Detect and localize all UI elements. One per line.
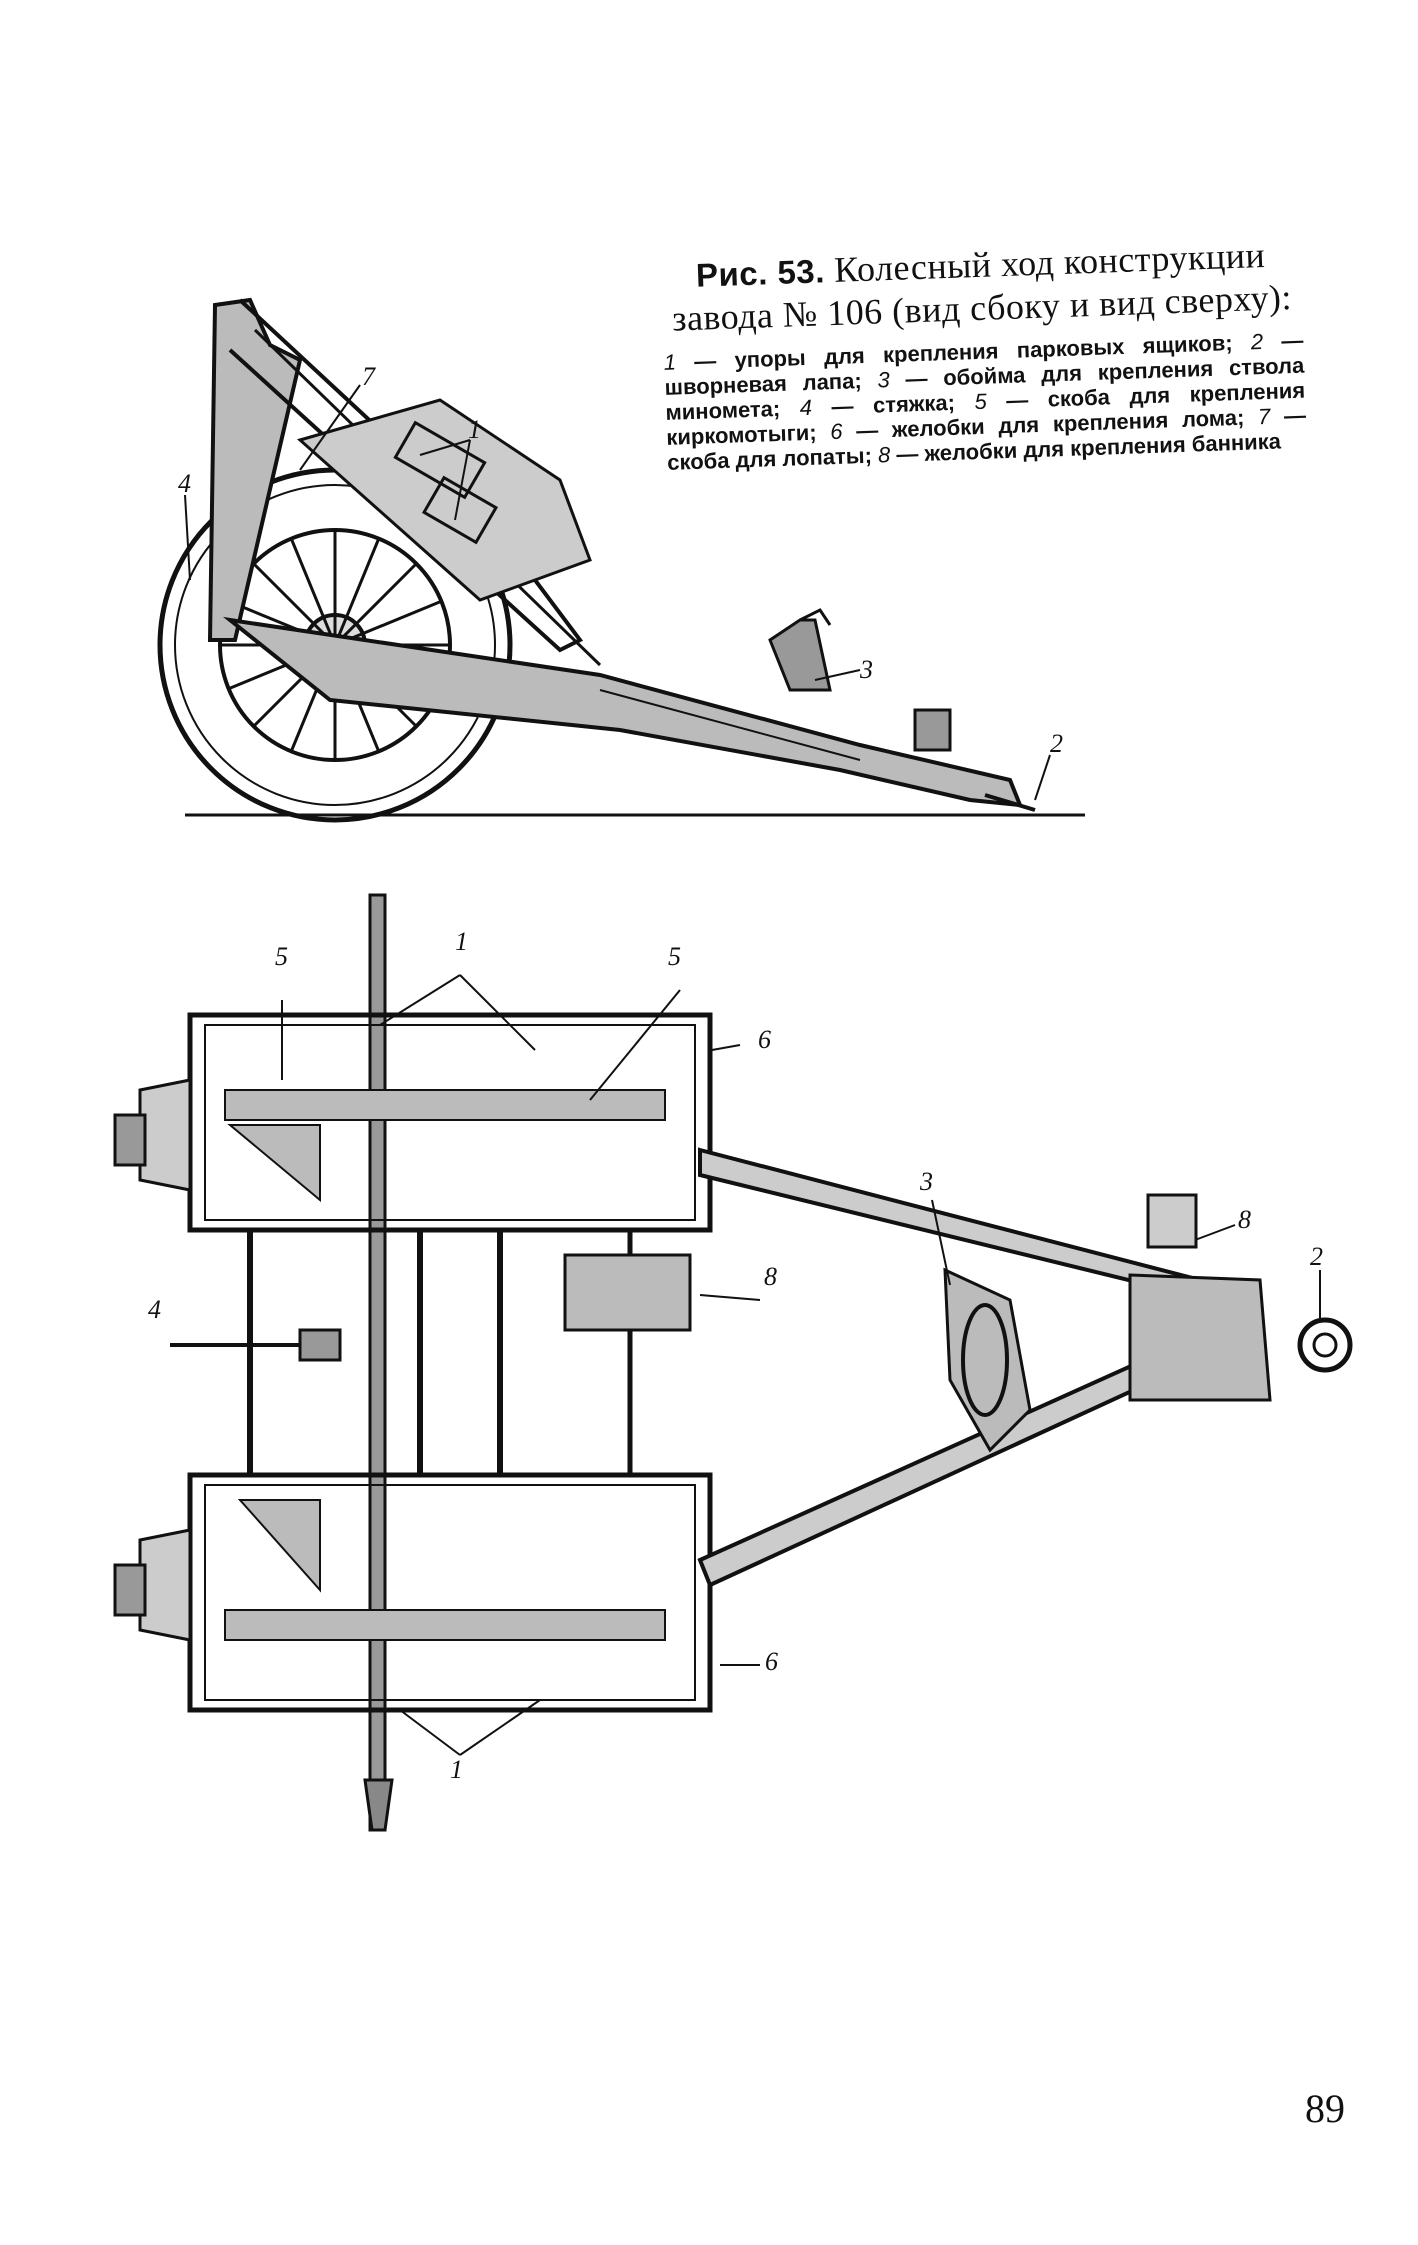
side-label-2: 2 [1050, 729, 1063, 758]
top-label-6-upper: 6 [758, 1025, 771, 1054]
top-label-8-left: 8 [764, 1262, 777, 1291]
side-label-4: 4 [178, 469, 191, 498]
top-label-6-lower: 6 [765, 1647, 778, 1676]
top-label-4: 4 [148, 1295, 161, 1324]
top-label-1-lower: 1 [450, 1755, 463, 1784]
top-view-drawing: 1 5 5 6 3 8 8 2 4 6 1 [113, 893, 1353, 1832]
top-label-5-right: 5 [668, 942, 681, 971]
side-label-7: 7 [362, 362, 376, 391]
top-label-5-left: 5 [275, 942, 288, 971]
top-label-1-upper: 1 [455, 927, 468, 956]
top-label-8-right: 8 [1238, 1205, 1251, 1234]
top-label-2: 2 [1310, 1242, 1323, 1271]
frame-upright [207, 297, 303, 642]
trail [222, 616, 1024, 808]
side-view-drawing: 7 1 4 3 2 [157, 297, 1085, 823]
top-label-3: 3 [919, 1167, 933, 1196]
page-number: 89 [1305, 2086, 1345, 2131]
side-label-3: 3 [859, 655, 873, 684]
side-label-1: 1 [468, 415, 481, 444]
